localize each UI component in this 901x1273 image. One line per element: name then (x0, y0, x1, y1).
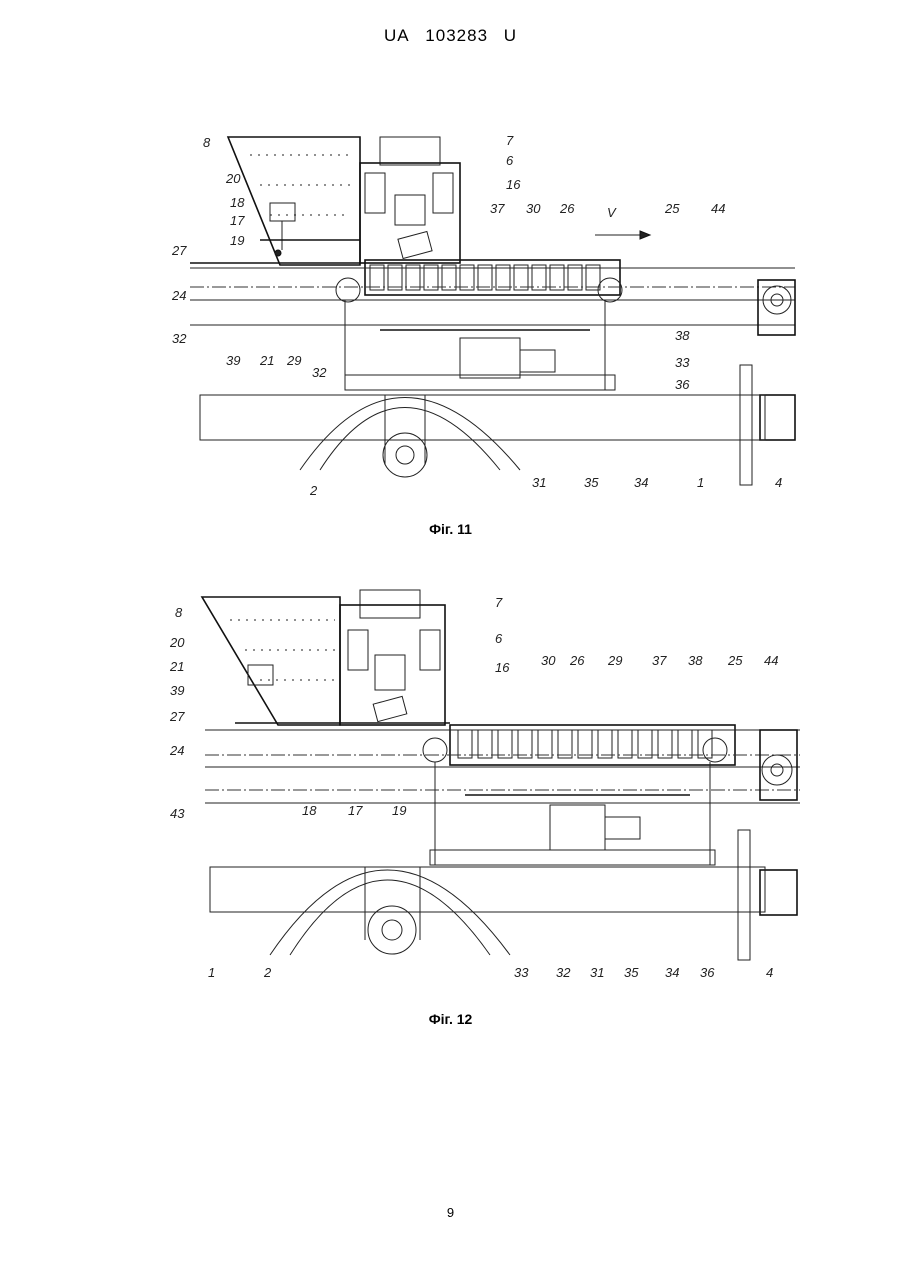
figure-12-svg: 8 7 6 16 20 21 39 27 24 43 18 17 19 30 2… (160, 585, 810, 985)
fig11-label: 34 (634, 475, 648, 490)
fig12-label: 16 (495, 660, 510, 675)
header-country: UA (384, 26, 410, 45)
cells (458, 730, 712, 758)
fig12-label: 33 (514, 965, 529, 980)
fig12-label: 6 (495, 631, 503, 646)
fig12-label: 43 (170, 806, 185, 821)
fig11-label: 35 (584, 475, 599, 490)
figure-11-caption: Фіг. 11 (0, 521, 901, 537)
fig12-label: 39 (170, 683, 184, 698)
fig12-label: 31 (590, 965, 604, 980)
fig12-label: 7 (495, 595, 503, 610)
fig11-label: 4 (775, 475, 782, 490)
fig11-label: 19 (230, 233, 244, 248)
fig11-label: 8 (203, 135, 211, 150)
fig11-label: 7 (506, 133, 514, 148)
fig11-label: 33 (675, 355, 690, 370)
fig11-label: 39 (226, 353, 240, 368)
fig12-label: 17 (348, 803, 363, 818)
figure-11-drawing: 8 7 6 16 20 18 17 19 37 30 26 25 44 V 27… (160, 125, 810, 495)
fig12-label: 19 (392, 803, 406, 818)
fig11-label: 26 (559, 201, 575, 216)
fig12-label: 29 (607, 653, 622, 668)
fig11-label: 18 (230, 195, 245, 210)
figure-11-svg: 8 7 6 16 20 18 17 19 37 30 26 25 44 V 27… (160, 125, 810, 495)
fig11-label: 2 (309, 483, 318, 495)
beam (210, 867, 765, 912)
fig11-label: 25 (664, 201, 680, 216)
fig11-label: 32 (172, 331, 187, 346)
fig11-label: 27 (171, 243, 187, 258)
fig11-label: 21 (259, 353, 274, 368)
fig11-label: 32 (312, 365, 327, 380)
column (380, 137, 440, 165)
fig12-label: 20 (169, 635, 185, 650)
header-kind: U (504, 26, 517, 45)
fig12-label: 44 (764, 653, 778, 668)
fig11-label: 30 (526, 201, 541, 216)
fig11-label: 37 (490, 201, 505, 216)
figure-12-drawing: 8 7 6 16 20 21 39 27 24 43 18 17 19 30 2… (160, 585, 810, 985)
fig12-label: 32 (556, 965, 571, 980)
fig12-label: 8 (175, 605, 183, 620)
fig11-label: 31 (532, 475, 546, 490)
fig12-label: 4 (766, 965, 773, 980)
fig12-label: 36 (700, 965, 715, 980)
fig11-label: 44 (711, 201, 725, 216)
beam (200, 395, 765, 440)
fig12-label: 24 (169, 743, 184, 758)
fig11-label: 24 (171, 288, 186, 303)
header-number: 103283 (425, 26, 488, 45)
fig11-label: 6 (506, 153, 514, 168)
fig12-label: 2 (263, 965, 272, 980)
fig11-label: 20 (225, 171, 241, 186)
cells (370, 265, 600, 290)
hopper (202, 597, 340, 725)
fig12-label: 38 (688, 653, 703, 668)
page-number: 9 (0, 1205, 901, 1220)
patent-header: UA 103283 U (0, 26, 901, 46)
fig11-label: 36 (675, 377, 690, 392)
head-frame (340, 605, 445, 725)
fig11-label: 16 (506, 177, 521, 192)
fig12-label: 35 (624, 965, 639, 980)
fig12-label: 27 (169, 709, 185, 724)
fig12-label: 26 (569, 653, 585, 668)
column (360, 590, 420, 618)
fig11-label: 29 (286, 353, 301, 368)
fig12-label: 34 (665, 965, 679, 980)
fig11-label: 1 (697, 475, 704, 490)
fig12-label: 37 (652, 653, 667, 668)
fig12-label: 21 (169, 659, 184, 674)
fig12-label: 1 (208, 965, 215, 980)
fig12-label: 18 (302, 803, 317, 818)
figure-12-caption: Фіг. 12 (0, 1011, 901, 1027)
hopper (228, 137, 360, 265)
fig12-label: 30 (541, 653, 556, 668)
fig11-label: 38 (675, 328, 690, 343)
fig12-label: 25 (727, 653, 743, 668)
fig11-label: 17 (230, 213, 245, 228)
speed-label: V (607, 205, 617, 220)
